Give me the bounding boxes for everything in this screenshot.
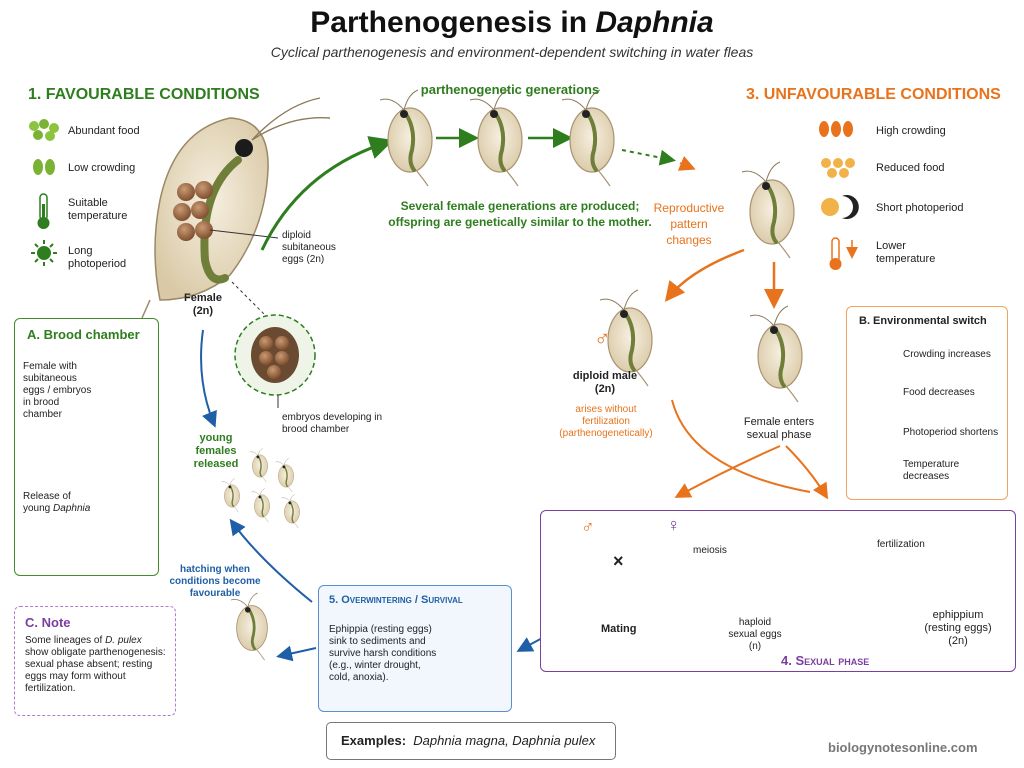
boxB-item-0: Crowding increases [903,349,991,360]
daphnia-gen-1 [378,88,434,188]
short-photoperiod-icon [821,195,859,219]
fav-item-crowding: Low crowding [68,162,136,174]
footer-site: biologynotesonline.com [828,740,978,755]
low-crowding-icon [33,159,55,175]
thermometer-down-icon [829,237,858,270]
overwinter-title: 5. Overwintering / Survival [329,594,463,606]
sexual-male-symbol: ♂ [581,517,595,537]
female-sexual-label: Female enters sexual phase [743,416,815,441]
favourable-heading: 1. FAVOURABLE CONDITIONS [28,86,260,103]
mating-label: Mating [601,623,637,635]
overwintering-box: 5. Overwintering / Survival Ephippia (re… [318,585,512,712]
eggs-label: diploid subitaneous eggs (2n) [282,230,336,265]
reproductive-change: Reproductive pattern changes [653,201,725,247]
sexual-phase-title: 4. Sexual phase [781,653,870,668]
sun-green-icon [31,240,57,266]
female-daphnia-illustration [141,97,331,319]
crowding-icon [819,121,853,137]
female-label: Female(2n) [184,292,222,317]
brood-chamber-box: A. Brood chamber Female with subitaneous… [14,318,159,576]
male-label: diploid male(2n) [572,370,638,395]
young-released-label: young females released [193,432,239,470]
boxA-text1: Female with subitaneous eggs / embryos i… [23,361,92,420]
daphnia-sexual-female [748,304,804,404]
daphnia-gen-3 [560,88,616,188]
cross-symbol: × [613,551,624,571]
thermometer-green-icon [37,193,50,229]
sexual-female-symbol: ♀ [667,515,681,535]
unfavourable-heading: 3. UNFAVOURABLE CONDITIONS [746,86,1001,103]
fav-item-photoperiod: Long photoperiod [68,245,127,270]
boxB-title: B. Environmental switch [859,315,987,327]
embryos-label: embryos developing in brood chamber [282,412,383,435]
boxB-item-3: Temperature decreases [903,459,960,482]
examples-text: Examples: Daphnia magna, Daphnia pulex [341,733,596,748]
daphnia-gen-2 [468,88,524,188]
food-icon [29,119,59,141]
meiosis-label: meiosis [693,545,727,556]
boxA-text2: Release of young Daphnia [23,491,91,514]
hatching-label: hatching when conditions become favourab… [169,564,261,599]
note-box: C. Note Some lineages of D. pulex show o… [14,606,176,716]
male-symbol: ♂ [594,326,611,351]
environmental-switch-box: B. Environmental switch Crowding increas… [846,306,1008,500]
haploid-label: haploid sexual eggs(n) [728,617,782,652]
fertilization-label: fertilization [877,539,925,550]
sexual-phase-box: ♂ ♀ × Mating meiosis haploid sexual eggs… [540,510,1016,672]
unfav-item-photoperiod: Short photoperiod [876,202,964,214]
daphnia-unfavourable [740,160,796,260]
male-note: arises without fertilization (parthenoge… [559,404,653,439]
boxC-text: Some lineages of D. pulex show obligate … [25,635,166,694]
embryo-zoom-circle [234,314,316,396]
page-subtitle: Cyclical parthenogenesis and environment… [270,44,754,60]
boxA-title: A. Brood chamber [27,327,140,342]
boxB-item-2: Photoperiod shortens [903,427,999,438]
parth-desc: Several female generations are produced;… [388,199,652,229]
fav-item-temperature: Suitable temperature [68,197,128,222]
boxC-title: C. Note [25,615,71,630]
page-title: Parthenogenesis in Daphnia [310,6,714,39]
examples-box: Examples: Daphnia magna, Daphnia pulex [326,722,616,760]
unfav-item-crowding: High crowding [876,125,946,137]
overwinter-text: Ephippia (resting eggs) sink to sediment… [329,624,437,683]
fav-item-food: Abundant food [68,125,140,137]
reduced-food-icon [821,158,855,178]
boxB-item-1: Food decreases [903,387,975,398]
parth-heading: parthenogenetic generations [420,82,600,97]
ephippium-label: ephippium (resting eggs)(2n) [924,609,992,647]
unfav-item-food: Reduced food [876,162,945,174]
daphnia-hatching [229,591,269,662]
unfav-item-temperature: Lower temperature [876,240,936,265]
